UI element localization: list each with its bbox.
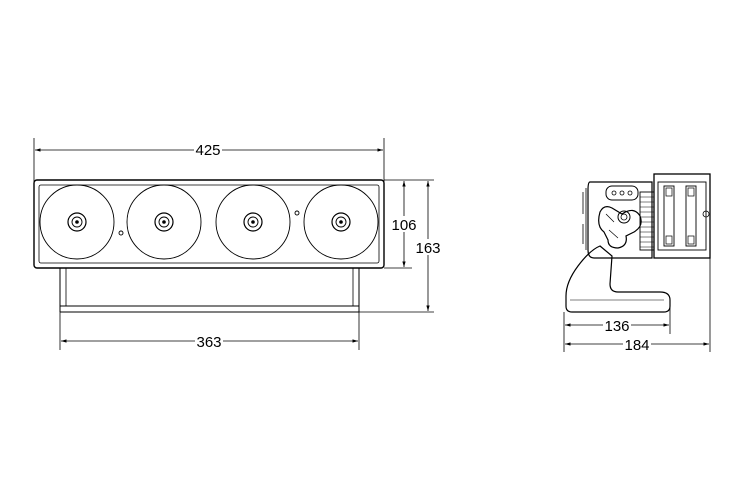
- side-front-head: [653, 173, 711, 259]
- label-front-height: 106: [391, 217, 416, 234]
- lens-4: [303, 184, 379, 260]
- sensor-dot-left: [118, 230, 124, 236]
- side-stand: [565, 245, 671, 313]
- side-rear-body: [582, 181, 653, 259]
- label-side-base: 136: [604, 318, 629, 335]
- lens-array: [39, 184, 379, 260]
- tilt-knob: [598, 206, 642, 249]
- label-side-depth: 184: [624, 337, 649, 354]
- front-view: 425: [33, 138, 441, 351]
- sensor-dot-right: [294, 210, 300, 216]
- side-view: 136 184: [563, 173, 711, 354]
- fixture-housing: [33, 179, 385, 269]
- label-overall-height: 163: [415, 240, 440, 257]
- dimension-overall-height: 163: [359, 179, 441, 313]
- dimension-side-base: 136: [563, 300, 671, 335]
- dimension-front-width: 425: [33, 138, 385, 182]
- front-base-bracket: [59, 268, 360, 313]
- lens-1: [39, 184, 115, 260]
- label-front-width: 425: [195, 142, 220, 159]
- dimension-front-height: 106: [384, 179, 417, 269]
- lens-3: [215, 184, 291, 260]
- dimension-side-depth: 184: [563, 258, 711, 354]
- dimension-base-width: 363: [59, 312, 360, 351]
- label-base-width: 363: [196, 334, 221, 351]
- lens-2: [126, 184, 202, 260]
